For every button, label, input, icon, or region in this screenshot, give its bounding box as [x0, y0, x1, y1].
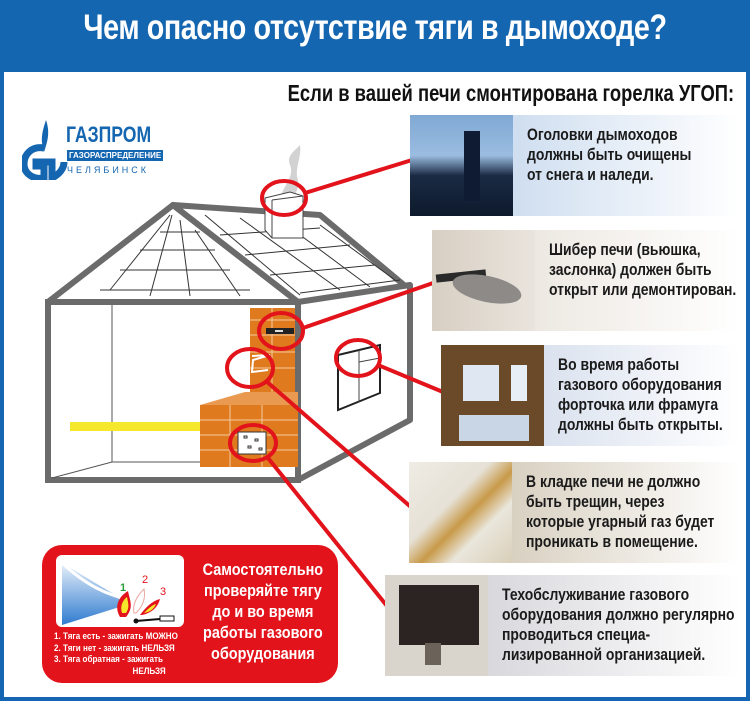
gazprom-logo: ГАЗПРОМ ГАЗОРАСПРЕДЕЛЕНИЕ ЧЕЛЯБИНСК	[22, 118, 182, 188]
window-photo	[441, 345, 544, 446]
panel-chimney: Оголовки дымоходов должны быть очищены о…	[410, 115, 740, 216]
panel-maintenance: Техобслуживание газового оборудования до…	[385, 575, 740, 676]
draft-check-box: 1 2 3 1. Тяга есть - зажигать МОЖНО 2. Т…	[42, 545, 338, 683]
panel-text: Шибер печи (вьюшка, заслонка) должен быт…	[549, 240, 737, 299]
svg-text:3: 3	[160, 586, 166, 598]
page-subtitle: Если в вашей печи смонтирована горелка У…	[287, 80, 734, 106]
panel-text: Во время работы газового оборудования фо…	[558, 355, 723, 434]
draft-flames-icon: 1 2 3	[60, 561, 175, 625]
panel-text: Оголовки дымоходов должны быть очищены о…	[527, 125, 692, 184]
svg-text:2: 2	[142, 574, 148, 586]
draft-message: Самостоятельно проверяйте тягу до и во в…	[202, 560, 324, 663]
gazprom-flame-icon	[22, 120, 68, 180]
damper-photo	[432, 230, 535, 331]
panel-text: В кладке печи не должно быть трещин, чер…	[526, 472, 715, 551]
panel-text: Техобслуживание газового оборудования до…	[502, 585, 735, 664]
logo-division: ГАЗОРАСПРЕДЕЛЕНИЕ	[67, 150, 164, 161]
draft-diagram: 1 2 3	[56, 555, 184, 627]
panel-window: Во время работы газового оборудования фо…	[441, 345, 740, 446]
panel-damper: Шибер печи (вьюшка, заслонка) должен быт…	[432, 230, 740, 331]
draft-legend: 1. Тяга есть - зажигать МОЖНО 2. Тяги не…	[54, 631, 178, 677]
logo-name: ГАЗПРОМ	[66, 122, 152, 147]
chimney-photo	[410, 115, 513, 216]
header-bar: Чем опасно отсутствие тяги в дымоходе?	[0, 0, 750, 72]
panel-masonry: В кладке печи не должно быть трещин, чер…	[409, 462, 740, 563]
gas-equipment-photo	[385, 575, 488, 676]
page-title: Чем опасно отсутствие тяги в дымоходе?	[83, 8, 667, 47]
logo-city: ЧЕЛЯБИНСК	[67, 165, 150, 175]
svg-text:1: 1	[120, 582, 126, 594]
stove-masonry-photo	[409, 462, 512, 563]
